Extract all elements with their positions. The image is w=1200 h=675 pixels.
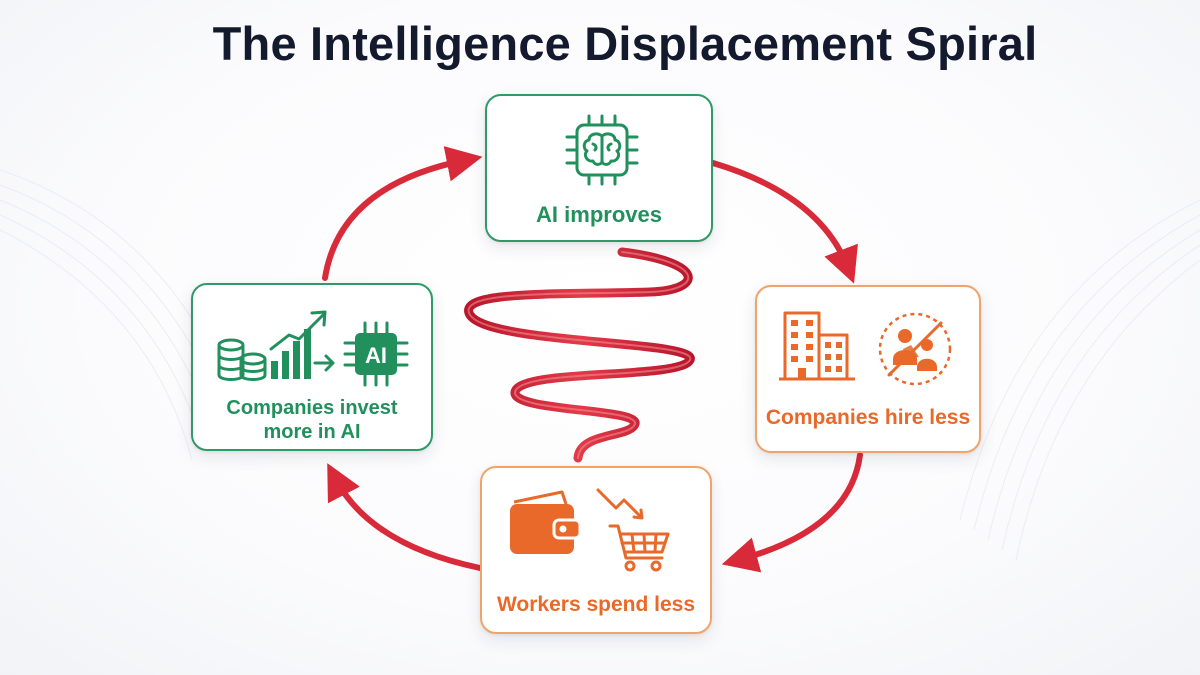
ai-chip-text: AI bbox=[365, 343, 387, 368]
node-workers-spend-less: Workers spend less bbox=[480, 466, 712, 634]
brain-chip-icon bbox=[565, 114, 639, 186]
node-companies-invest: AI Companies invest more in AI bbox=[191, 283, 433, 451]
node-label-companies-invest-line1: Companies invest bbox=[226, 397, 398, 419]
node-label-companies-invest-line2: more in AI bbox=[263, 421, 361, 443]
node-label-workers-spend-less: Workers spend less bbox=[496, 593, 696, 616]
arrow-ai-to-hire bbox=[710, 160, 858, 284]
arrow-invest-to-ai bbox=[322, 146, 483, 281]
arrow-hire-to-spend bbox=[721, 452, 863, 573]
center-spiral-ribbon bbox=[464, 247, 695, 463]
arrow-spend-to-invest bbox=[327, 463, 483, 571]
ai-chip-icon: AI bbox=[343, 321, 409, 387]
node-label-ai-improves: AI improves bbox=[536, 202, 662, 227]
wallet-icon bbox=[510, 490, 582, 554]
shopping-cart-down-icon bbox=[596, 488, 670, 572]
diagram-title: The Intelligence Displacement Spiral bbox=[212, 17, 1038, 70]
office-building-icon bbox=[779, 311, 855, 381]
node-companies-hire-less: Companies hire less bbox=[755, 285, 981, 453]
coins-growth-chart-icon bbox=[217, 310, 335, 381]
no-hiring-people-icon bbox=[878, 312, 952, 386]
node-label-companies-hire-less: Companies hire less bbox=[765, 406, 971, 429]
node-ai-improves: AI improves bbox=[485, 94, 713, 242]
